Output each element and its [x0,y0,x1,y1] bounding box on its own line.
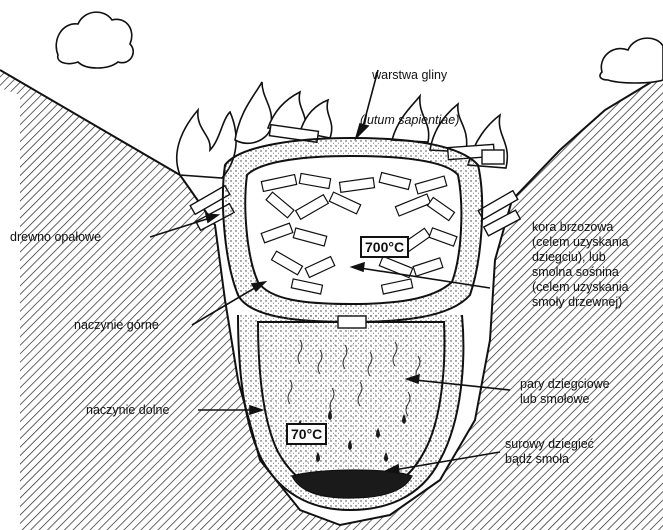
label-vapors: pary dziegciowe lub smołowe [520,377,610,407]
label-bark: kora brzozowa (celem uzyskania dziegciu)… [532,220,629,310]
label-raw-tar: surowy dziegieć bądź smoła [505,437,594,467]
bush-left-icon [56,12,133,68]
label-upper-vessel: naczynie górne [74,318,159,333]
temperature-upper: 700°C [360,236,409,258]
label-clay-layer-text: warstwa gliny [360,68,459,83]
bush-right-icon [600,38,663,83]
label-clay-layer-latin: (lutum sapientiae) [360,113,459,128]
label-lower-vessel: naczynie dolne [86,403,169,418]
upper-vessel [223,138,482,322]
label-clay-layer: warstwa gliny (lutum sapientiae) [360,38,459,143]
label-firewood: drewno opałowe [10,230,101,245]
temperature-lower: 70°C [286,423,327,445]
